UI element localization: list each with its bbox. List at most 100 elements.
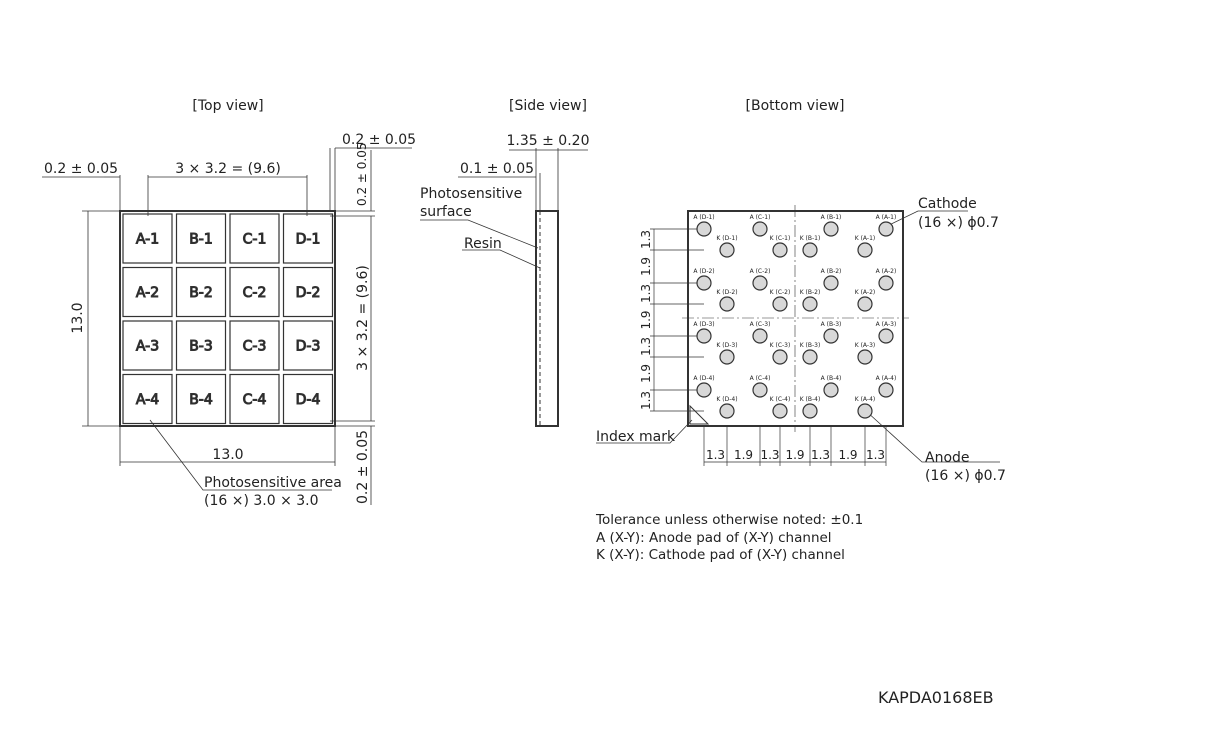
- anode-pad: [823, 275, 839, 291]
- drawing-code: KAPDA0168EB: [878, 688, 994, 707]
- cathode-pad-label: K (C-3): [770, 342, 791, 349]
- side-view-body: [535, 210, 559, 427]
- anode-pad-label: A (D-4): [693, 375, 714, 382]
- anode-pad: [823, 328, 839, 344]
- height-dim: 13.0: [70, 302, 86, 333]
- photosensitive-cell: [282, 213, 334, 264]
- horizontal-pitch-dim: 1.9: [785, 448, 804, 462]
- cell-label: C-4: [243, 392, 267, 408]
- cathode-pad-label: K (A-1): [855, 235, 875, 242]
- anode-pad: [752, 382, 768, 398]
- anode-pad-label: A (A-4): [876, 375, 897, 382]
- cell-label: C-3: [243, 339, 267, 355]
- thickness-dim: 1.35 ± 0.20: [507, 133, 590, 149]
- photosensitive-cell: [229, 373, 280, 425]
- right-pitch-dim: 3 × 3.2 = (9.6): [355, 265, 371, 371]
- anode-pad-label: A (C-1): [750, 214, 771, 221]
- anode-pad-label: A (D-3): [693, 321, 714, 328]
- cell-label: B-3: [189, 339, 213, 355]
- photosensitive-cell: [229, 213, 280, 264]
- photosensitive-cell: [229, 266, 280, 318]
- anode-pad: [752, 275, 768, 291]
- vertical-pitch-dim: 1.9: [639, 310, 653, 329]
- anode-pad-label: A (D-1): [693, 214, 714, 221]
- resin-label: Resin: [464, 236, 502, 252]
- top-view-title: [Top view]: [192, 98, 263, 114]
- horizontal-pitch-dim: 1.3: [811, 448, 830, 462]
- cathode-pad-label: K (B-4): [800, 396, 821, 403]
- cathode-pad-label: K (D-2): [716, 289, 737, 296]
- cell-label: B-2: [189, 285, 213, 301]
- bottom-view-title: [Bottom view]: [746, 98, 845, 114]
- anode-pad: [696, 275, 712, 291]
- photosensitive-cell: [282, 266, 334, 318]
- cathode-pad: [857, 349, 873, 365]
- top-left-gap-dim: 0.2 ± 0.05: [44, 161, 118, 177]
- anode-pad-label: A (A-3): [876, 321, 897, 328]
- cathode-pad: [772, 403, 788, 419]
- cathode-pad-label: K (A-3): [855, 342, 875, 349]
- cathode-pad-label: K (C-1): [770, 235, 791, 242]
- vertical-pitch-dim: 1.3: [639, 337, 653, 356]
- cathode-pad: [857, 403, 873, 419]
- cathode-pad: [719, 349, 735, 365]
- cathode-pad: [719, 403, 735, 419]
- cathode-pad-label: K (B-3): [800, 342, 821, 349]
- anode-pad: [878, 382, 894, 398]
- cathode-pad-label: K (C-2): [770, 289, 791, 296]
- cathode-label: Cathode: [918, 196, 977, 212]
- photosensitive-cell: [122, 213, 173, 264]
- anode-pad-label: A (B-1): [821, 214, 842, 221]
- cathode-pad-label: K (D-3): [716, 342, 737, 349]
- cell-label: A-1: [136, 232, 159, 248]
- anode-pad-label: A (B-4): [821, 375, 842, 382]
- anode-pad-label: A (D-2): [693, 268, 714, 275]
- cell-label: C-2: [243, 285, 267, 301]
- width-dim: 13.0: [212, 447, 243, 463]
- top-right-gap-dim: 0.2 ± 0.05: [342, 132, 416, 148]
- cell-label: A-4: [136, 392, 159, 408]
- cell-label: C-1: [243, 232, 267, 248]
- bottom-gap-vertical-dim: 0.2 ± 0.05: [355, 430, 371, 504]
- bottom-view: [596, 205, 1000, 466]
- anode-pad: [878, 275, 894, 291]
- cathode-pad-label: K (D-1): [716, 235, 737, 242]
- top-gap-vertical-dim: 0.2 ± 0.05: [355, 143, 369, 207]
- anode-pad: [878, 328, 894, 344]
- top-view-outline: [119, 210, 336, 427]
- anode-pad-label: A (A-1): [876, 214, 897, 221]
- horizontal-pitch-dim: 1.3: [866, 448, 885, 462]
- cathode-pad: [802, 242, 818, 258]
- cell-label: D-3: [296, 339, 321, 355]
- cathode-pad-label: K (D-4): [716, 396, 737, 403]
- cell-label: D-2: [296, 285, 321, 301]
- cathode-pad-label: K (B-2): [800, 289, 821, 296]
- cathode-pad-label: K (A-2): [855, 289, 875, 296]
- anode-pad-label: A (B-2): [821, 268, 842, 275]
- photosensitive-area-size: (16 ×) 3.0 × 3.0: [204, 493, 319, 509]
- photosensitive-area-label: Photosensitive area: [204, 475, 342, 491]
- photosensitive-cell: [122, 373, 173, 425]
- horizontal-pitch-dim: 1.3: [706, 448, 725, 462]
- photosensitive-surface-label: Photosensitive: [420, 186, 522, 202]
- surface-depth-dim: 0.1 ± 0.05: [460, 161, 534, 177]
- vertical-pitch-dim: 1.3: [639, 230, 653, 249]
- photosensitive-surface-label-2: surface: [420, 204, 472, 220]
- anode-pad-label: A (B-3): [821, 321, 842, 328]
- vertical-pitch-dim: 1.3: [639, 284, 653, 303]
- photosensitive-cell: [122, 320, 173, 371]
- side-view: [420, 148, 588, 427]
- photosensitive-cell: [175, 320, 227, 371]
- anode-pad: [823, 382, 839, 398]
- anode-pad: [752, 328, 768, 344]
- anode-pad-label: A (C-4): [750, 375, 771, 382]
- photosensitive-cell: [229, 320, 280, 371]
- note-cathode: K (X-Y): Cathode pad of (X-Y) channel: [596, 547, 845, 563]
- cathode-pad: [802, 403, 818, 419]
- anode-pad: [878, 221, 894, 237]
- index-mark: [689, 404, 710, 425]
- photosensitive-cell: [175, 213, 227, 264]
